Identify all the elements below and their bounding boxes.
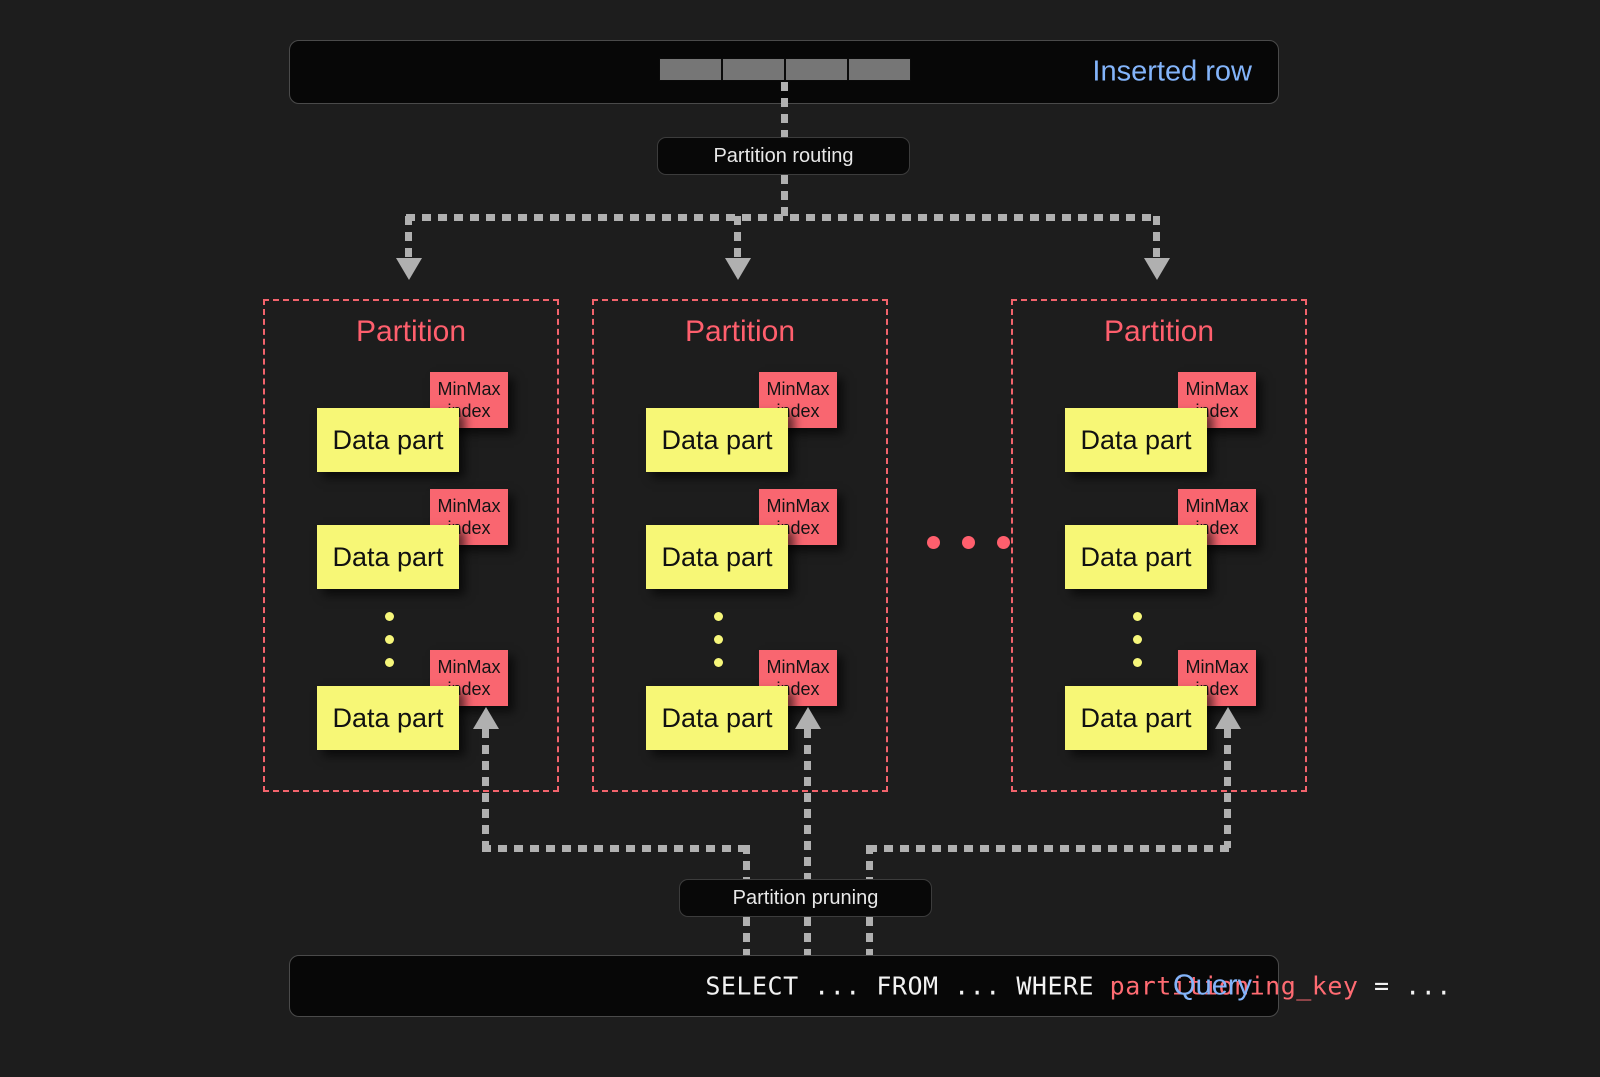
partition-pruning-box[interactable]: Partition pruning: [679, 879, 932, 917]
data-part-label: Data part: [661, 541, 773, 572]
inserted-row-cells: [659, 58, 911, 81]
vertical-ellipsis: [714, 612, 723, 681]
data-part-label: Data part: [332, 424, 444, 455]
data-part-box: Data part: [317, 525, 459, 589]
minmax-index-line1: MinMax: [766, 657, 830, 677]
minmax-index-line1: MinMax: [437, 496, 501, 516]
horizontal-ellipsis: [927, 536, 1032, 549]
row-cell: [722, 58, 785, 81]
minmax-index-line1: MinMax: [437, 379, 501, 399]
arrowhead-to-partition-1: [396, 258, 422, 280]
connector-bus-to-partition-2: [734, 216, 741, 262]
data-part-label: Data part: [1080, 541, 1192, 572]
data-part-label: Data part: [1080, 424, 1192, 455]
row-cell: [659, 58, 722, 81]
minmax-index-box: MinMax index: [430, 489, 508, 545]
data-part-label: Data part: [1080, 702, 1192, 733]
row-cell: [785, 58, 848, 81]
minmax-index-line1: MinMax: [766, 379, 830, 399]
vertical-ellipsis: [385, 612, 394, 681]
partition-routing-box[interactable]: Partition routing: [657, 137, 910, 175]
query-suffix: = ...: [1358, 971, 1452, 1001]
partition-pruning-label: Partition pruning: [732, 886, 879, 909]
minmax-index-line1: MinMax: [437, 657, 501, 677]
query-identifier: partitioning_key: [1109, 971, 1359, 1001]
routing-bus-line: [406, 214, 1158, 221]
connector-bus-left-down: [743, 845, 750, 881]
connector-bus-to-partition-1: [405, 216, 412, 262]
pruning-bus-left: [482, 845, 746, 852]
connector-pruning-to-query-right: [866, 917, 873, 955]
arrowhead-to-partition-1-part: [473, 707, 499, 729]
minmax-index-line1: MinMax: [1185, 496, 1249, 516]
data-part-box: Data part: [1065, 525, 1207, 589]
vertical-ellipsis: [1133, 612, 1142, 681]
data-part-box: Data part: [317, 408, 459, 472]
connector-bus-right-down: [866, 845, 873, 881]
data-part-box: Data part: [646, 686, 788, 750]
data-part-label: Data part: [661, 424, 773, 455]
query-text: SELECT ... FROM ... WHERE partitioning_k…: [612, 943, 1452, 1030]
connector-pruning-to-partition-1: [482, 729, 489, 848]
query-prefix: SELECT ... FROM ... WHERE: [705, 971, 1110, 1001]
data-part-box: Data part: [646, 525, 788, 589]
arrowhead-to-partition-3-part: [1215, 707, 1241, 729]
connector-row-to-routing: [781, 82, 788, 138]
partition-routing-label: Partition routing: [713, 144, 854, 167]
connector-pruning-to-query-left: [743, 917, 750, 955]
data-part-box: Data part: [1065, 686, 1207, 750]
partition-title: Partition: [355, 315, 467, 348]
query-panel: SELECT ... FROM ... WHERE partitioning_k…: [289, 955, 1451, 1017]
inserted-row-label: Inserted row: [1092, 55, 1252, 88]
partition-title: Partition: [684, 315, 796, 348]
connector-routing-to-bus: [781, 175, 788, 217]
data-part-label: Data part: [332, 702, 444, 733]
data-part-box: Data part: [1065, 408, 1207, 472]
arrowhead-to-partition-2-part: [795, 707, 821, 729]
connector-pruning-to-query-center: [804, 917, 811, 955]
query-label: Query: [1173, 969, 1252, 1002]
arrowhead-to-partition-3: [1144, 258, 1170, 280]
partition-title: Partition: [1103, 315, 1215, 348]
partition-1: Partition MinMax index Data part MinMax …: [263, 299, 559, 792]
data-part-box: Data part: [646, 408, 788, 472]
pruning-bus-right: [868, 845, 1231, 852]
data-part-label: Data part: [661, 702, 773, 733]
minmax-index-line1: MinMax: [1185, 657, 1249, 677]
partition-2: Partition MinMax index Data part MinMax …: [592, 299, 888, 792]
connector-pruning-to-partition-2: [804, 729, 811, 881]
partition-3: Partition MinMax index Data part MinMax …: [1011, 299, 1307, 792]
minmax-index-line1: MinMax: [1185, 379, 1249, 399]
row-cell: [848, 58, 911, 81]
minmax-index-line1: MinMax: [766, 496, 830, 516]
data-part-label: Data part: [332, 541, 444, 572]
data-part-box: Data part: [317, 686, 459, 750]
arrowhead-to-partition-2: [725, 258, 751, 280]
connector-pruning-to-partition-3: [1224, 729, 1231, 848]
connector-bus-to-partition-3: [1153, 216, 1160, 262]
